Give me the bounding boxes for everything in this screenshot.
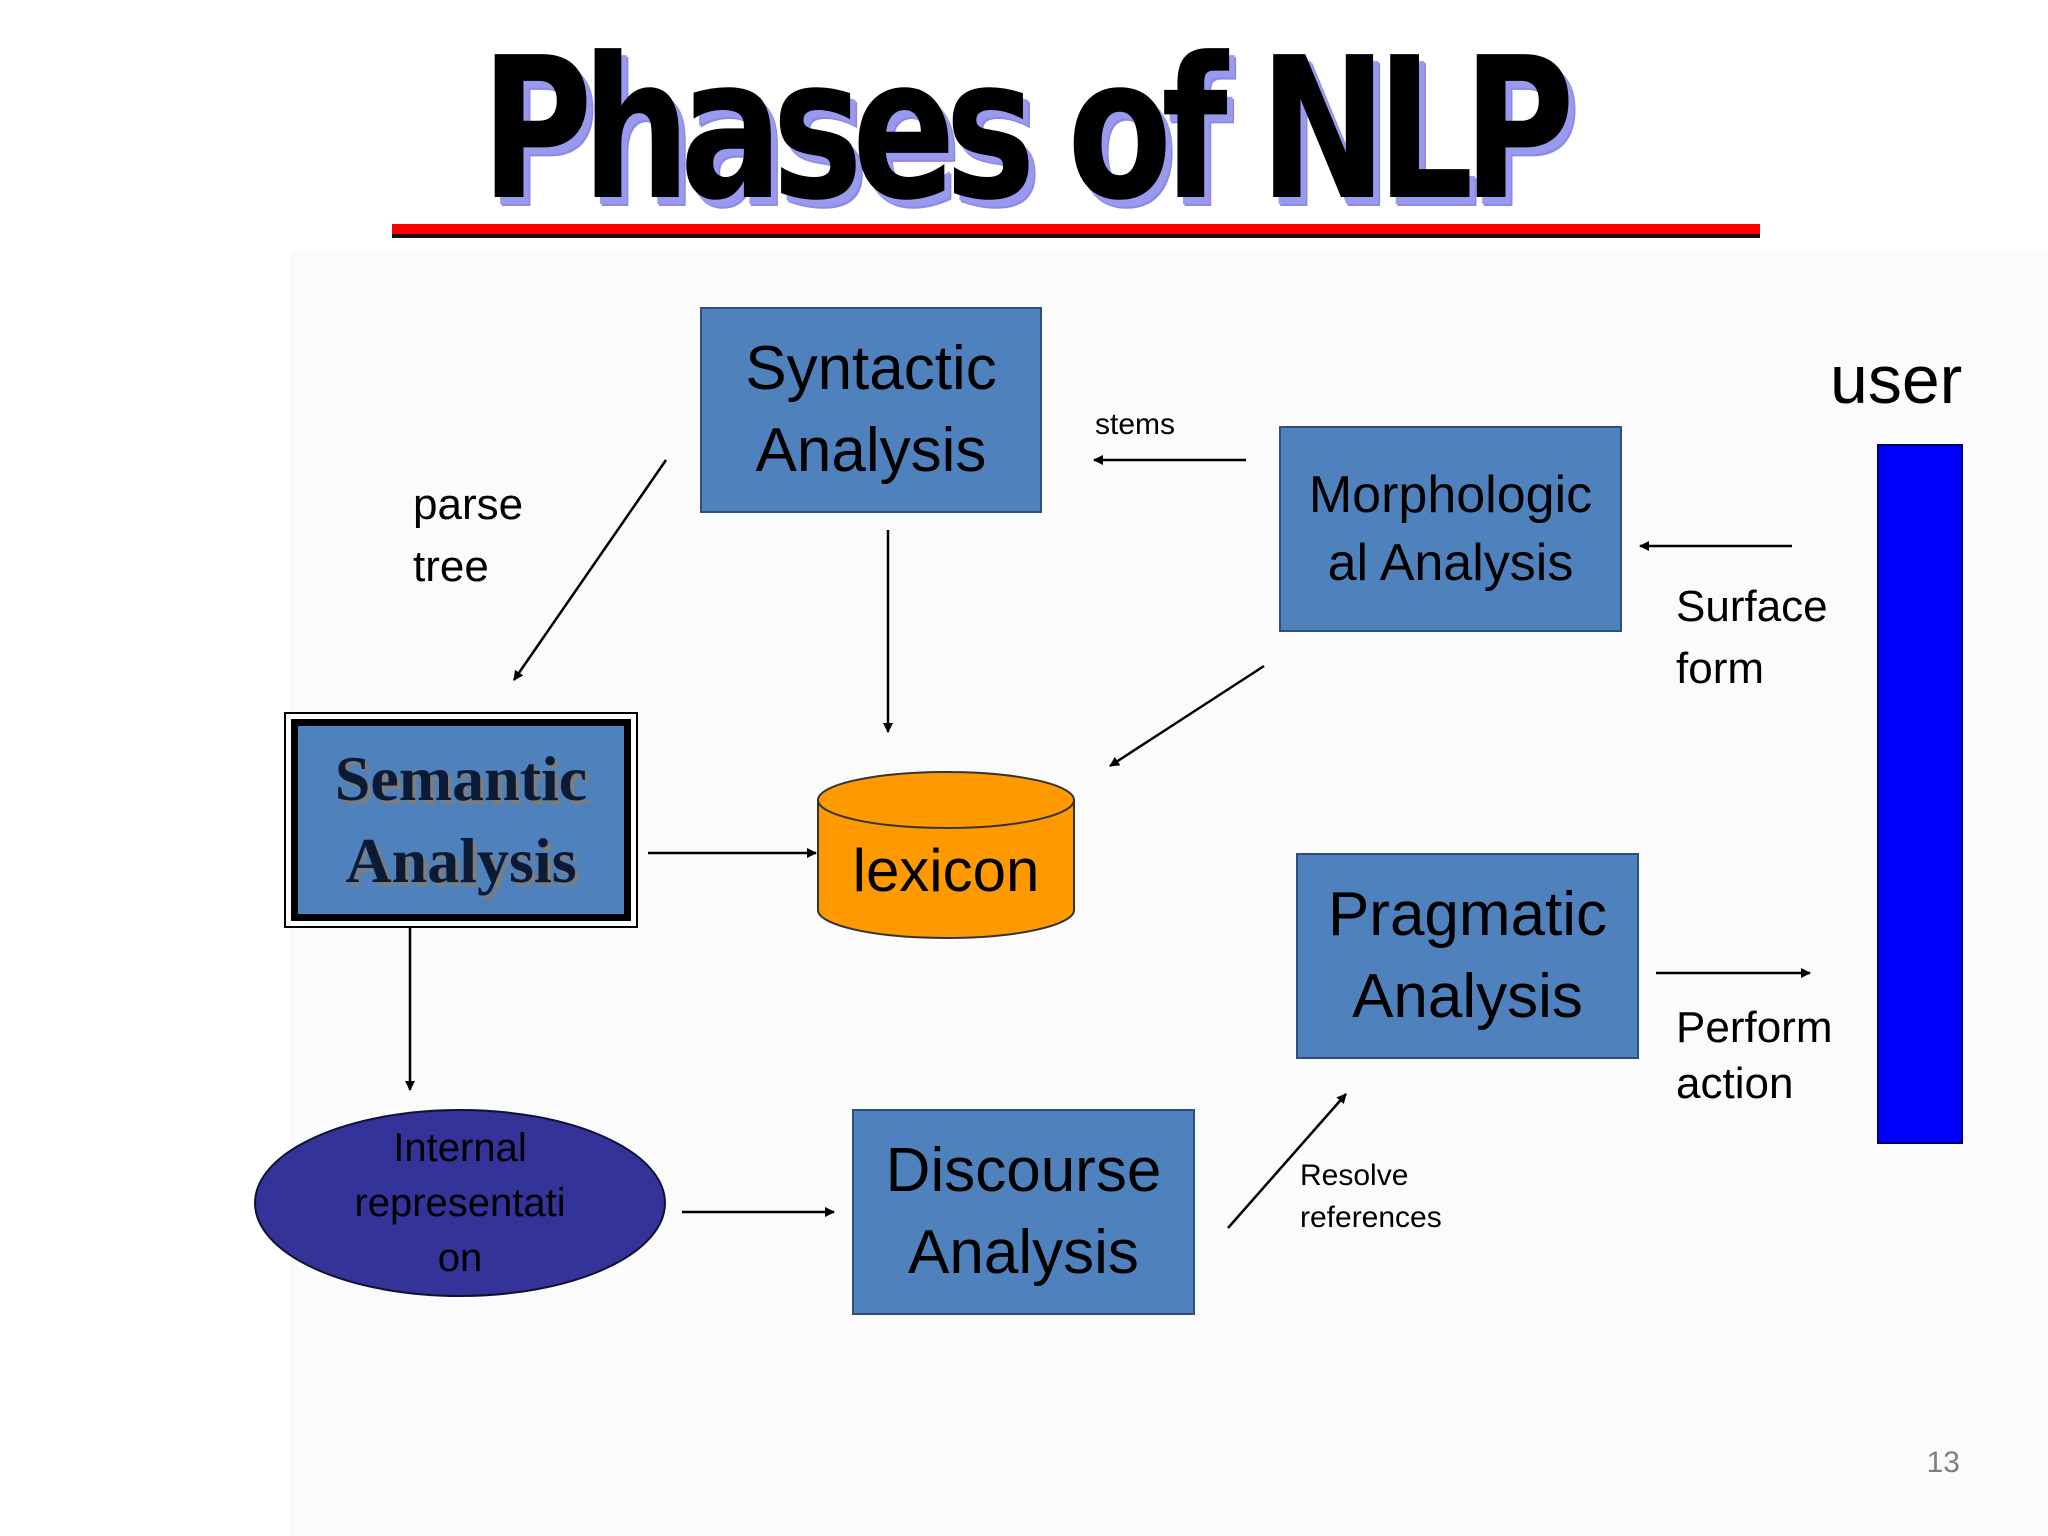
lexicon-label: lexicon — [852, 836, 1040, 904]
morphological-analysis-box: Morphologic al Analysis — [1279, 426, 1622, 632]
arrow-discourse-to-pragmatic — [1227, 1093, 1347, 1229]
stems-label: stems — [1095, 408, 1176, 441]
title-underline — [392, 224, 1760, 234]
arrow-syntactic-to-semantic — [512, 459, 668, 681]
syntactic-analysis-label: Syntactic Analysis — [745, 334, 997, 485]
user-bar — [1877, 444, 1963, 1144]
page-number: 13 — [1926, 1446, 1960, 1479]
parse-tree-label: parse tree — [413, 480, 524, 591]
syntactic-analysis-box: Syntactic Analysis — [700, 307, 1042, 513]
semantic-analysis-label: Semantic Analysis — [334, 743, 588, 896]
arrow-morphological-to-lexicon — [1109, 664, 1265, 768]
surface-form-label: Surface form — [1676, 582, 1828, 693]
discourse-analysis-label: Discourse Analysis — [885, 1136, 1162, 1287]
resolve-references-label: Resolve references — [1300, 1159, 1442, 1234]
lexicon-cylinder — [817, 771, 1075, 939]
pragmatic-analysis-label: Pragmatic Analysis — [1327, 880, 1608, 1031]
internal-representation-ellipse — [254, 1109, 666, 1297]
morphological-analysis-label: Morphologic al Analysis — [1308, 466, 1593, 592]
internal-representation-label: Internal representati on — [354, 1125, 566, 1280]
page-title: Phases of NLP — [480, 16, 1575, 244]
discourse-analysis-box: Discourse Analysis — [852, 1109, 1195, 1315]
pragmatic-analysis-box: Pragmatic Analysis — [1296, 853, 1639, 1059]
semantic-analysis-box: Semantic Analysis — [291, 719, 631, 921]
user-label: user — [1830, 342, 1963, 418]
perform-action-label: Perform action — [1676, 1003, 1833, 1108]
